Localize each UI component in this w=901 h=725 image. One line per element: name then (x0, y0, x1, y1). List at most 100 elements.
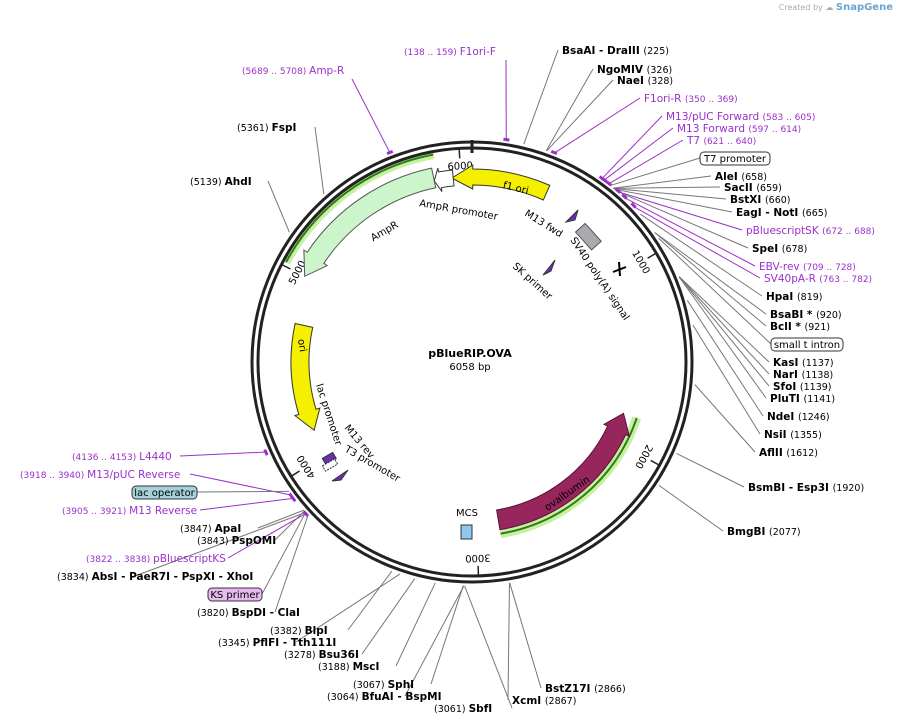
enzyme-aflii-pos: (1612) (786, 448, 818, 459)
enzyme-line-nsii (692, 324, 761, 435)
snapgene-product-name: SnapGene (835, 2, 893, 13)
enzyme-bfuai-bspmi-name: BfuAI - BspMI (362, 691, 442, 703)
enzyme-line-sfoi (678, 276, 770, 387)
boxed-feature-small-t-intron: small t intron (774, 340, 840, 351)
primer-f1ori-r-a: F1ori-R (644, 93, 685, 105)
enzyme-line-alei (613, 175, 712, 189)
enzyme-alei: AleI (658) (715, 171, 767, 183)
boxed-feature-bg-ks-primer (207, 587, 263, 602)
primer-l4440-b: L4440 (139, 451, 172, 463)
primer-line-pbluescriptsk (617, 190, 743, 231)
primer-line-m13-puc-forward (601, 115, 663, 180)
enzyme-xcmi-name: XcmI (512, 695, 545, 707)
primer-pbluescriptsk-a: pBluescriptSK (746, 225, 822, 237)
primer-m13-reverse-a: (3905 .. 3921) (62, 507, 129, 517)
primer-mark-t7 (605, 180, 613, 187)
ampr-promoter-arrow (433, 167, 455, 192)
primer-t7-b: (621 .. 640) (703, 137, 756, 147)
enzyme-bspdi-clai-name: BspDI - ClaI (232, 607, 300, 619)
enzyme-bfuai-bspmi-pos: (3064) (327, 692, 362, 703)
enzyme-bcli: BclI * (921) (770, 321, 830, 333)
enzyme-line-hpai (639, 213, 763, 297)
primer-f1ori-f: (138 .. 159) F1ori-F (404, 46, 496, 58)
enzyme-ngomiv: NgoMIV (326) (597, 64, 672, 76)
enzyme-line-spei (616, 190, 749, 249)
enzyme-pluti-name: PluTI (770, 393, 804, 405)
primer-sv40pa-r: SV40pA-R (763 .. 782) (764, 273, 872, 285)
small-t-intron-bar (618, 261, 621, 277)
enzyme-spei-pos: (678) (782, 244, 808, 255)
enzyme-ngomiv-pos: (326) (647, 65, 673, 76)
enzyme-line-bstxi (613, 187, 727, 200)
tick-label-2000: 2000 (632, 443, 654, 471)
tick-6000 (458, 149, 461, 159)
primer-f1ori-f-b: F1ori-F (460, 46, 496, 58)
enzyme-sphi: (3067) SphI (353, 679, 414, 691)
enzyme-line-bmgbi (658, 484, 724, 532)
inner-label-m13-fwd: M13 fwd (522, 208, 564, 240)
enzyme-kasi-pos: (1137) (802, 358, 834, 369)
primer-m13-puc-reverse-b: M13/pUC Reverse (87, 469, 180, 481)
primer-m13-forward: M13 Forward (597 .. 614) (677, 123, 801, 135)
enzyme-alei-pos: (658) (741, 172, 767, 183)
enzyme-line-bfuai-bspmi (404, 585, 465, 697)
enzyme-ahdi: (5139) AhdI (190, 176, 252, 188)
boxed-line-ks-primer (261, 511, 307, 595)
enzyme-fspi-pos: (5361) (237, 123, 272, 134)
enzyme-line-absi-paer7i-pspxi-xhoi (134, 511, 307, 577)
enzyme-spei: SpeI (678) (752, 243, 807, 255)
feature-label-ampr-promoter: AmpR promoter (418, 198, 499, 223)
enzyme-ndei-name: NdeI (767, 411, 798, 423)
enzyme-bsu36i: (3278) Bsu36I (284, 649, 359, 661)
enzyme-kasi-name: KasI (773, 357, 802, 369)
enzyme-hpai-pos: (819) (797, 292, 823, 303)
enzyme-nsii-name: NsiI (764, 429, 790, 441)
enzyme-apai-name: ApaI (215, 523, 242, 535)
primer-sv40pa-r-b: (763 .. 782) (819, 275, 872, 285)
tick-label-4000: 4000 (295, 453, 318, 480)
enzyme-line-msci (395, 582, 436, 667)
enzyme-bfuai-bspmi: (3064) BfuAI - BspMI (327, 691, 441, 703)
enzyme-blpi-pos: (3382) (270, 626, 305, 637)
enzyme-apai: (3847) ApaI (180, 523, 241, 535)
enzyme-xcmi-pos: (2867) (545, 696, 577, 707)
mcs-box (460, 524, 473, 540)
enzyme-line-sphi (430, 585, 464, 685)
primer-amp-r: (5689 .. 5708) Amp-R (242, 65, 344, 77)
enzyme-absi-paer7i-pspxi-xhoi-name: AbsI - PaeR7I - PspXI - XhoI (92, 571, 254, 583)
enzyme-bsabi-name: BsaBI * (770, 309, 816, 321)
tick-4000 (291, 470, 300, 477)
enzyme-ahdi-name: AhdI (225, 176, 252, 188)
feature-label-ampr: AmpR (369, 220, 400, 244)
plasmid-size: 6058 bp (449, 362, 490, 373)
enzyme-line-apai (257, 509, 305, 529)
m13-fwd-arrow (564, 209, 579, 223)
boxed-feature-lac-operator: lac operator (134, 488, 195, 499)
primer-f1ori-f-a: (138 .. 159) (404, 48, 460, 58)
ovalbumin-arrow (496, 412, 631, 531)
enzyme-msci: (3188) MscI (318, 661, 379, 673)
primer-ebv-rev: EBV-rev (709 .. 728) (759, 261, 856, 273)
enzyme-fspi: (5361) FspI (237, 122, 296, 134)
enzyme-line-fspi (314, 126, 325, 195)
primer-m13-puc-reverse-a: (3918 .. 3940) (20, 471, 87, 481)
enzyme-sacii-pos: (659) (756, 183, 782, 194)
enzyme-line-ahdi (267, 180, 290, 233)
enzyme-bcli-name: BclI * (770, 321, 805, 333)
tick-2000 (650, 459, 659, 466)
primer-pbluescriptsk: pBluescriptSK (672 .. 688) (746, 225, 875, 237)
primer-m13-reverse-b: M13 Reverse (129, 505, 197, 517)
enzyme-bmgbi-pos: (2077) (769, 527, 801, 538)
primer-f1ori-r: F1ori-R (350 .. 369) (644, 93, 738, 105)
enzyme-ndei: NdeI (1246) (767, 411, 830, 423)
feature-label-ori: ori (295, 338, 308, 353)
tick-1000 (647, 253, 656, 259)
enzyme-pspomi-pos: (3843) (197, 536, 232, 547)
enzyme-bstxi-pos: (660) (765, 195, 791, 206)
enzyme-nari-name: NarI (773, 369, 802, 381)
primer-ebv-rev-b: (709 .. 728) (803, 263, 856, 273)
enzyme-bsaai-draiii-pos: (225) (643, 46, 669, 57)
enzyme-sacii-name: SacII (724, 182, 756, 194)
tick-label-3000: 3000 (465, 552, 491, 564)
